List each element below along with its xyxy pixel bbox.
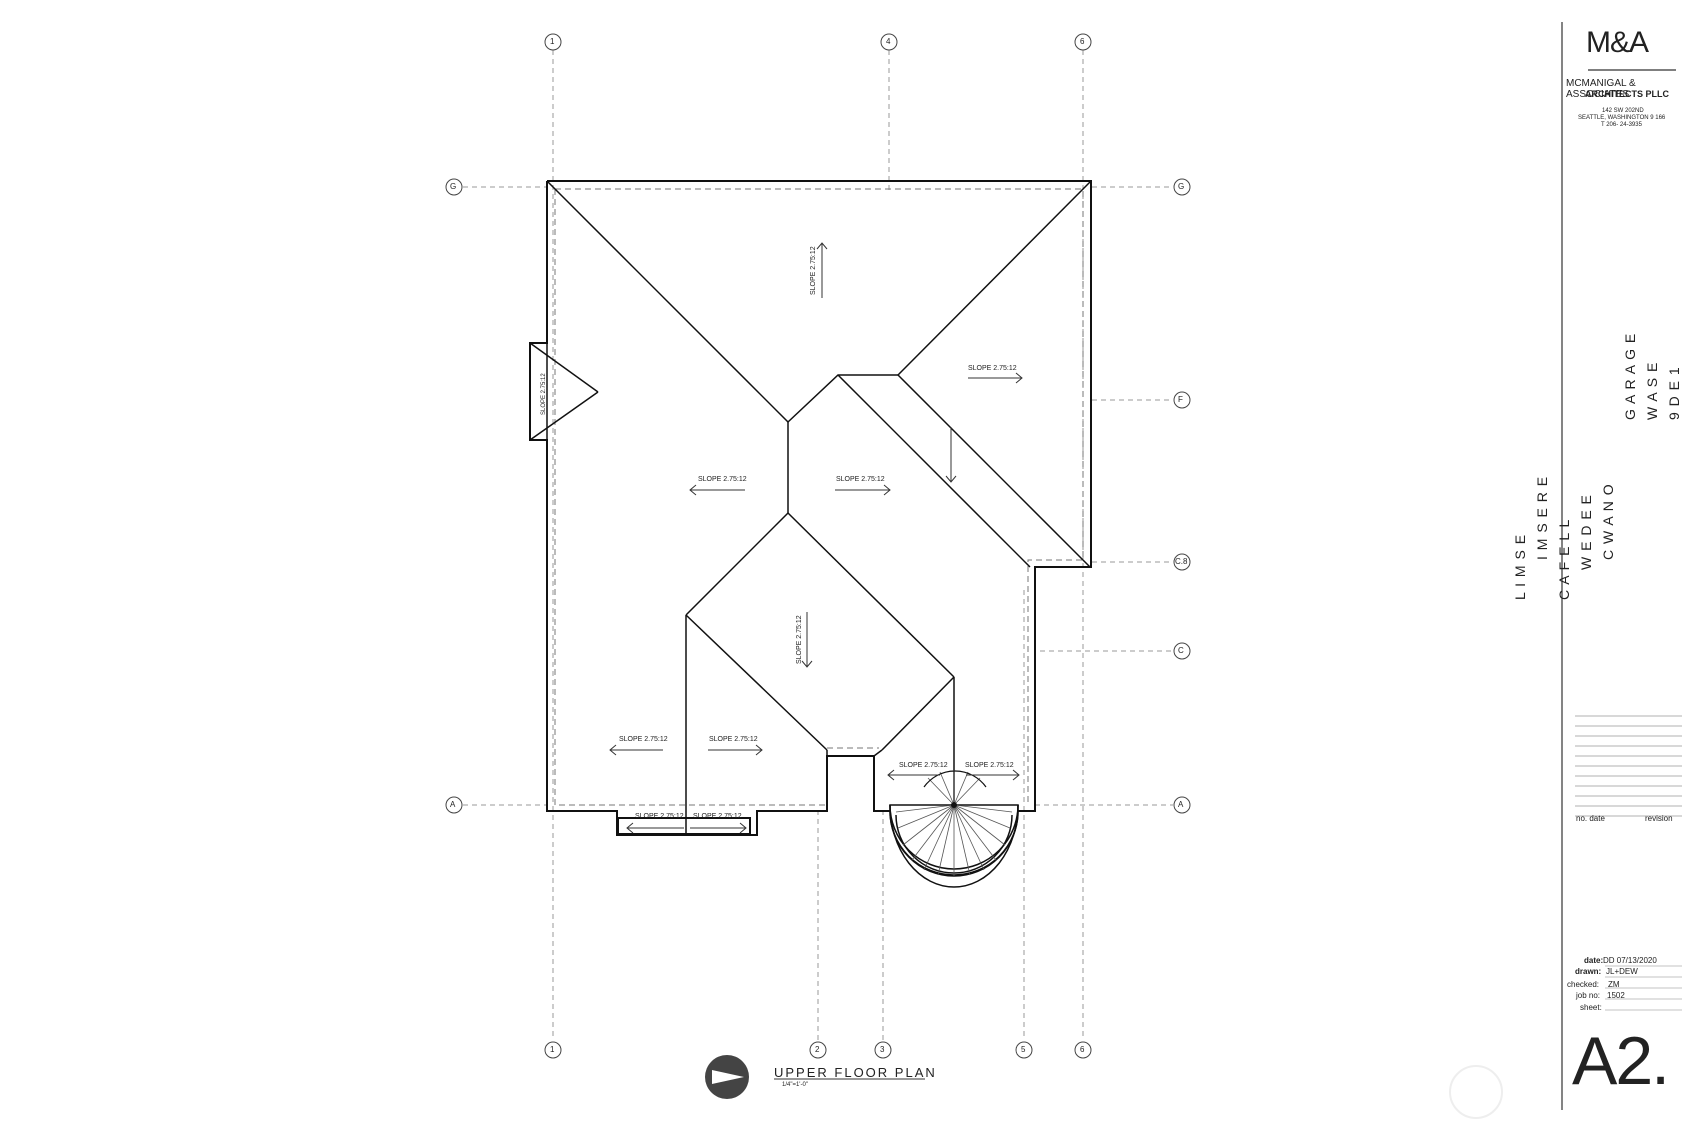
phone-line: T 206- 24-3935	[1601, 122, 1642, 128]
turret-cap	[923, 770, 987, 788]
grid-label: 3	[880, 1045, 885, 1054]
project-line: W A S E	[1644, 361, 1660, 420]
project-line: L I M S E	[1512, 533, 1528, 600]
firm-logo: M&A	[1586, 26, 1649, 59]
watermark-circle	[1449, 1065, 1503, 1119]
grid-label: G	[450, 182, 457, 191]
grid-lines	[463, 50, 1173, 1040]
slope-label: SLOPE 2.75:12	[796, 615, 803, 664]
sheet-number: A2.	[1572, 1023, 1670, 1099]
grid-label: 4	[886, 37, 891, 46]
grid-label: F	[1178, 395, 1183, 404]
project-line: G A R A G E	[1622, 332, 1638, 420]
grid-label: A	[450, 800, 456, 809]
slope-arrows	[609, 242, 1023, 834]
dormer-slope-label: SLOPE 2.75:12	[541, 373, 547, 415]
slope-label: SLOPE 2.75:12	[619, 736, 668, 743]
firm-address: 142 SW 202ND SEATTLE, WASHINGTON 9 166 T…	[1578, 108, 1665, 129]
date-value: DD 07/13/2020	[1603, 956, 1657, 965]
revision-header-date: no. date	[1576, 814, 1605, 823]
revision-lines	[1575, 715, 1682, 817]
grid-label: 5	[1021, 1045, 1026, 1054]
slope-label: SLOPE 2.75:12	[698, 476, 747, 483]
wall-line	[554, 188, 1084, 806]
drawn-label: drawn:	[1575, 967, 1602, 976]
grid-label: G	[1178, 182, 1185, 191]
slope-label: SLOPE 2.75:12	[899, 762, 948, 769]
slope-label: SLOPE 2.75:12	[693, 813, 742, 820]
slope-label: SLOPE 2.75:12	[836, 476, 885, 483]
turret-center	[951, 802, 957, 808]
job-value: 1502	[1607, 991, 1625, 1000]
titleblock-frame	[1561, 22, 1676, 1110]
address-line: SEATTLE, WASHINGTON 9 166	[1578, 115, 1666, 121]
grid-label: 6	[1080, 37, 1085, 46]
slope-label: SLOPE 2.75:12	[810, 246, 817, 295]
grid-label: 1	[550, 37, 555, 46]
sheet-label: sheet:	[1580, 1003, 1602, 1012]
drawn-value: JL+DEW	[1606, 967, 1638, 976]
revision-header-revision: revision	[1645, 814, 1673, 823]
svg-text:N: N	[711, 1073, 725, 1082]
project-line: I M S E R E	[1534, 475, 1550, 560]
project-line: C W A N O	[1600, 483, 1616, 560]
grid-bubbles	[445, 33, 1191, 1059]
checked-label: checked:	[1567, 980, 1600, 989]
slope-label: SLOPE 2.75:12	[709, 736, 758, 743]
stair-treads	[895, 770, 1013, 876]
grid-label: 1	[550, 1045, 555, 1054]
checked-value: ZM	[1608, 980, 1620, 989]
drawing-scale: 1/4"=1'-0"	[782, 1082, 808, 1088]
slope-label: SLOPE 2.75:12	[968, 365, 1017, 372]
titleblock-rules	[1605, 965, 1682, 1011]
grid-label: C.8	[1175, 557, 1188, 566]
grid-label: A	[1178, 800, 1184, 809]
date-label: date:	[1584, 956, 1604, 965]
project-line: W E D E E	[1578, 494, 1594, 570]
firm-name: MCMANIGAL & ASSOCIATES	[1566, 78, 1636, 100]
slope-label: SLOPE 2.75:12	[635, 813, 684, 820]
grid-label: 6	[1080, 1045, 1085, 1054]
firm-name-line2: ARCHITECTS PLLC	[1585, 89, 1669, 99]
grid-label: 2	[815, 1045, 820, 1054]
project-line: C A F E L L	[1556, 518, 1572, 600]
grid-label: C	[1178, 646, 1184, 655]
north-arrow-icon: N	[705, 1055, 749, 1099]
address-line: 142 SW 202ND	[1602, 108, 1644, 114]
slope-label: SLOPE 2.75:12	[965, 762, 1014, 769]
drawing-title: UPPER FLOOR PLAN	[774, 1065, 937, 1080]
project-line: 9 D E 1	[1666, 366, 1682, 420]
job-label: job no:	[1576, 991, 1601, 1000]
